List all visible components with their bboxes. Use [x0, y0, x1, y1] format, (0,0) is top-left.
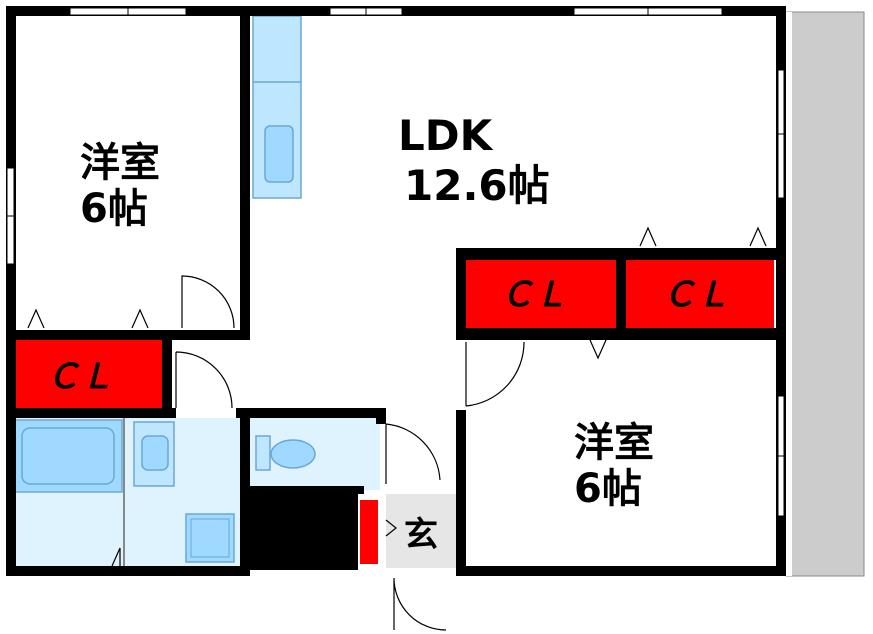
sink-icon — [133, 421, 175, 487]
balcony — [785, 11, 865, 577]
closet-center — [466, 260, 616, 328]
closet-east-label: ＣＬ — [662, 275, 730, 315]
genkan-pit — [248, 490, 358, 570]
west-bedroom-name: 洋室 — [80, 140, 160, 186]
window-icon — [6, 7, 785, 517]
east-bedroom-name: 洋室 — [574, 420, 654, 466]
ldk-name: LDK — [398, 111, 494, 160]
bathtub-icon — [13, 419, 123, 493]
closet-east — [626, 260, 774, 328]
ldk-size: 12.6帖 — [404, 161, 550, 210]
closet-center-label: ＣＬ — [500, 275, 568, 315]
entrance-label: 玄 — [404, 515, 438, 555]
door-swing-icon — [27, 226, 767, 631]
washer-pan-icon — [185, 513, 235, 563]
east-bedroom-size: 6帖 — [574, 466, 642, 512]
closet-west — [14, 340, 162, 408]
entrance-floor — [386, 494, 458, 568]
shoe-cabinet — [360, 500, 378, 564]
kitchen-counter-icon — [252, 15, 302, 199]
closet-west-label: ＣＬ — [46, 357, 114, 397]
toilet-icon — [255, 435, 316, 471]
west-bedroom-size: 6帖 — [80, 186, 148, 232]
